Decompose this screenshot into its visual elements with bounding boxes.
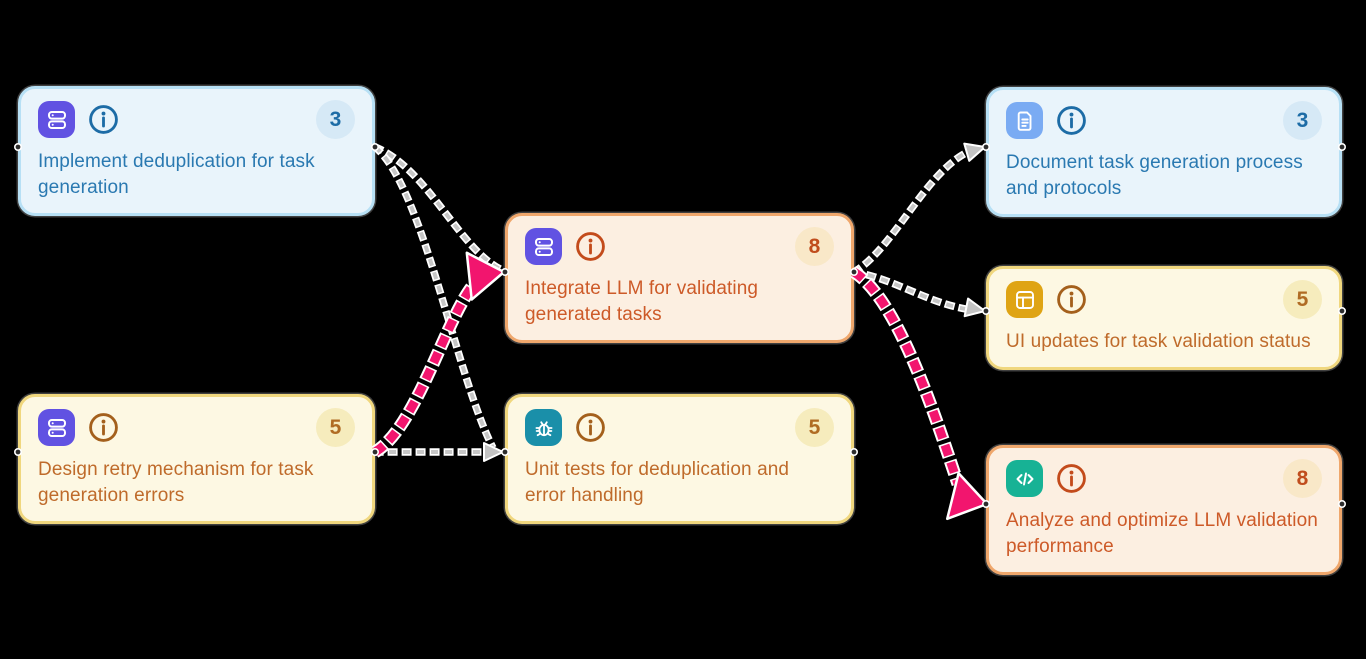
arrowhead-unit-tests xyxy=(483,442,504,462)
task-node-design-retry[interactable]: 5 Design retry mechanism for task genera… xyxy=(18,394,375,524)
node-header: 3 xyxy=(1006,101,1322,140)
node-header: 8 xyxy=(525,227,834,266)
server-icon xyxy=(38,409,75,446)
node-title: Analyze and optimize LLM validation perf… xyxy=(1006,510,1318,557)
node-title: Integrate LLM for validating generated t… xyxy=(525,278,759,325)
bug-icon xyxy=(525,409,562,446)
task-node-ui-updates[interactable]: 5 UI updates for task validation status xyxy=(986,266,1342,370)
task-node-analyze-optimize[interactable]: 8 Analyze and optimize LLM validation pe… xyxy=(986,445,1342,575)
edge-implement-dedup-to-unit-tests[interactable] xyxy=(372,144,497,450)
points-badge: 3 xyxy=(316,100,355,139)
server-icon xyxy=(525,228,562,265)
task-node-integrate-llm[interactable]: 8 Integrate LLM for validating generated… xyxy=(505,213,854,343)
node-title: Design retry mechanism for task generati… xyxy=(38,459,314,506)
node-header: 3 xyxy=(38,100,355,139)
node-header: 8 xyxy=(1006,459,1322,498)
node-header: 5 xyxy=(1006,280,1322,319)
info-icon[interactable] xyxy=(88,104,119,135)
arrowhead-document-process xyxy=(963,142,986,162)
task-node-implement-dedup[interactable]: 3 Implement deduplication for task gener… xyxy=(18,86,375,216)
info-icon[interactable] xyxy=(1056,284,1087,315)
info-icon[interactable] xyxy=(1056,463,1087,494)
task-node-document-process[interactable]: 3 Document task generation process and p… xyxy=(986,87,1342,217)
node-title: UI updates for task validation status xyxy=(1006,331,1311,352)
edge-integrate-llm-to-analyze-optimize[interactable] xyxy=(850,266,965,487)
points-badge: 5 xyxy=(1283,280,1322,319)
node-title: Implement deduplication for task generat… xyxy=(38,151,315,198)
arrowhead-ui-updates xyxy=(963,297,986,318)
points-badge: 5 xyxy=(795,408,834,447)
info-icon[interactable] xyxy=(575,412,606,443)
node-title: Document task generation process and pro… xyxy=(1006,152,1303,199)
node-header: 5 xyxy=(38,408,355,447)
points-badge: 8 xyxy=(795,227,834,266)
info-icon[interactable] xyxy=(88,412,119,443)
node-title: Unit tests for deduplication and error h… xyxy=(525,459,790,506)
node-header: 5 xyxy=(525,408,834,447)
layout-icon xyxy=(1006,281,1043,318)
edge-integrate-llm-to-ui-updates[interactable] xyxy=(853,268,973,314)
edge-integrate-llm-to-document-process[interactable] xyxy=(851,145,976,276)
arrowhead-integrate-llm xyxy=(465,251,506,301)
points-badge: 5 xyxy=(316,408,355,447)
points-badge: 3 xyxy=(1283,101,1322,140)
info-icon[interactable] xyxy=(575,231,606,262)
task-node-unit-tests[interactable]: 5 Unit tests for deduplication and error… xyxy=(505,394,854,524)
code-icon xyxy=(1006,460,1043,497)
edge-implement-dedup-to-integrate-llm[interactable] xyxy=(373,143,502,273)
points-badge: 8 xyxy=(1283,459,1322,498)
server-icon xyxy=(38,101,75,138)
info-icon[interactable] xyxy=(1056,105,1087,136)
edge-design-retry-to-integrate-llm[interactable] xyxy=(371,277,481,458)
document-icon xyxy=(1006,102,1043,139)
